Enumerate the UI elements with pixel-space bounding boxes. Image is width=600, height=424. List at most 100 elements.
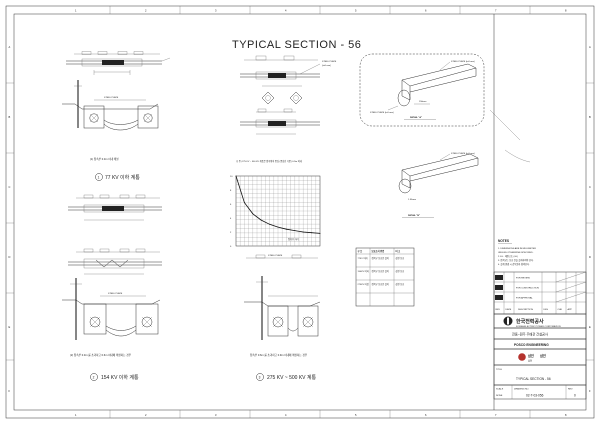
dim-label: STEEL PLATE (104, 96, 119, 99)
chart-point (302, 231, 304, 233)
title-label: TITLE (496, 369, 502, 371)
table-cell: 접속부 보호판 설치 (372, 256, 389, 260)
section-3-label: 275 KV ~ 500 KV 계통 (267, 374, 316, 381)
table-frame (355, 247, 415, 307)
row-label: C (589, 185, 591, 189)
col-label: 7 (495, 413, 497, 417)
row-label: F (9, 389, 11, 393)
saman-logo-icon (518, 353, 526, 361)
rev-header: APP (568, 308, 573, 311)
col-label: 4 (285, 413, 287, 417)
title-value: TYPICAL SECTION - 56 (516, 377, 551, 381)
chart-point (319, 232, 321, 234)
col-label: 6 (425, 9, 427, 13)
rev-header: DESCRIPTION (518, 309, 533, 311)
detail-a-label-2: STEEL PLATE (t=6 mm) (370, 111, 394, 114)
section-2-cross-section: STEEL PLATE (62, 278, 161, 340)
row-label: A (589, 45, 591, 49)
notes-heading: NOTES (498, 239, 509, 243)
row-label: C (9, 185, 11, 189)
section-1-caption: (1) 접속부 0.3m 이내 매설 (90, 157, 119, 161)
scale-value: NONE (496, 395, 503, 397)
row-label: B (9, 115, 11, 119)
section-1-label: 77 KV 이하 계통 (105, 174, 140, 181)
col-label: 7 (495, 9, 497, 13)
chart-ytick-label: 6 (230, 204, 232, 206)
plan-note: STEEL PLATE (322, 60, 337, 63)
table-cell: 77KV 이하 (358, 256, 368, 260)
detail-b-dim: 1.50mm (408, 199, 416, 201)
detail-b: STEEL PLATE (t=6 mm) 1.50mm DETAIL "B" (398, 152, 479, 218)
section-1-plan (66, 51, 171, 75)
col-label: 6 (425, 413, 427, 417)
table-cell: 154KV 이하 (358, 269, 369, 273)
posco-name: POSCO ENGINEERING (514, 343, 549, 347)
col-label: 4 (285, 9, 287, 13)
rev-status: FOR REVIEW (516, 278, 531, 280)
table-header-cell: 비 고 (396, 249, 401, 253)
section-3-caption: 접속부 0.6m 를 초과하고 0.9m 이내에 매설하는 경우 (250, 353, 308, 357)
table-header-cell: 보호조치 방법 (372, 249, 385, 253)
col-label: 5 (355, 9, 357, 13)
row-label: B (589, 115, 591, 119)
notes-line: 4. 설계 변경 시 감독원과 협의한다. (498, 262, 530, 266)
rev-label: REV. (568, 389, 573, 391)
chart-point (252, 213, 254, 215)
chart-point (277, 226, 279, 228)
row-label: A (9, 45, 11, 49)
chart-curve-label: 접속부 거리 (288, 237, 299, 241)
row-label: E (589, 325, 591, 329)
rev-header: DES (544, 309, 549, 311)
notes-line: UNLESS OTHERWISE SPECIFIED. (498, 252, 534, 254)
section-1-cross-section: STEEL PLATE (62, 80, 159, 131)
section-2-caption: (2) 접속부 0.3m 를 초과하고 0.6m 이내에 매설하는 경우 (70, 353, 132, 357)
table-cell: 강관 보호 (396, 282, 405, 286)
section-2-label: 154 KV 이하 계통 (101, 374, 139, 381)
chart-ytick-label: 10 (230, 176, 233, 178)
chart-ytick-label: 4 (230, 218, 232, 220)
inner-frame (13, 13, 587, 411)
detail-b-title: DETAIL "B" (408, 214, 420, 217)
table-cell: 275KV 이상 (358, 282, 369, 286)
row-label: F (589, 389, 591, 393)
section-3-plan: STEEL PLATE (246, 254, 318, 259)
notes-line: 2. EL : 해발고도 (GL) (498, 254, 518, 258)
chart-point (235, 175, 237, 177)
row-label: D (589, 255, 591, 259)
col-label: 8 (565, 413, 567, 417)
row-label: D (9, 255, 11, 259)
drawing-no: 02-T-03-056 (526, 394, 544, 398)
col-label: 3 (215, 413, 217, 417)
detail-a: STEEL PLATE (t=6 mm) STEEL PLATE (t=6 mm… (359, 53, 485, 127)
section-2-heading: 2 154 KV 이하 계통 (90, 373, 139, 381)
section-3-cross-section (244, 276, 321, 340)
section-2-number: 2 (93, 376, 95, 380)
outer-frame (5, 5, 595, 419)
rev-header: CHK (558, 309, 563, 311)
col-label: 2 (145, 9, 147, 13)
col-label: 3 (215, 9, 217, 13)
drawing-no-label: DRAWING NO. (514, 388, 529, 391)
chart-point (269, 223, 271, 225)
col-label: 1 (75, 9, 77, 13)
col-label: 5 (355, 413, 357, 417)
hand-sketch-mark (489, 109, 531, 163)
section-2-plan-b (68, 248, 162, 275)
saman-en-name: 삼안 (540, 353, 546, 358)
table-cell: 접속부 보호판 설치 (372, 282, 389, 286)
table-cell: 강관 보호 (396, 256, 405, 260)
chart-note: ※ 주) 275 KV ~ 500 KV 계통은 접속위치 중심 (중심선 기준… (236, 159, 302, 163)
section-3-number: 3 (259, 376, 261, 380)
chart-ytick-label: 0 (230, 246, 232, 248)
saman-name: 삼안 (528, 353, 534, 358)
border-row-labels: A B C D E F A B C D E F (6, 45, 594, 393)
rev-status: FOR APPROVAL (516, 297, 534, 300)
detail-a-dim: 150mm (419, 101, 426, 103)
rev-header: REV (496, 309, 501, 311)
detail-b-label: STEEL PLATE (t=6 mm) (451, 152, 475, 155)
scale-label: SCALE (496, 388, 504, 391)
section-1-number: 1 (98, 176, 100, 180)
row-label: E (9, 325, 11, 329)
